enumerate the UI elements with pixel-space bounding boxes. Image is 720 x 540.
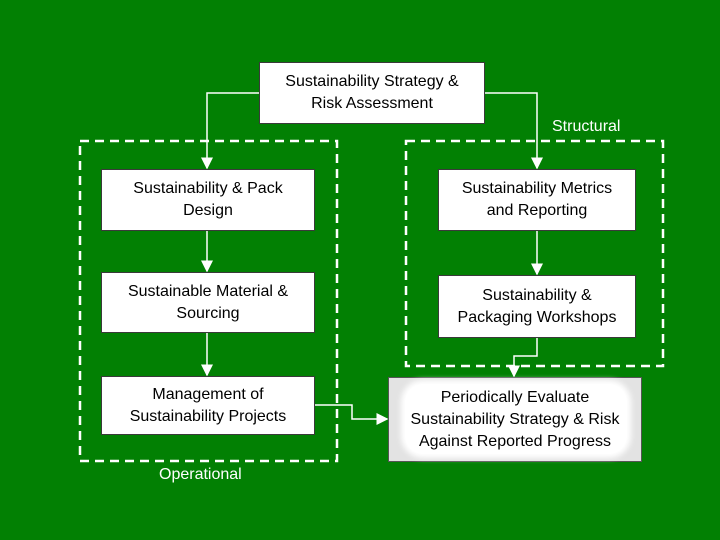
structural-group-label: Structural	[552, 118, 621, 135]
arrow-strategy-to-pack-design	[201, 92, 260, 170]
operational-group-border	[78, 139, 339, 463]
strategy-risk-assessment-box: Sustainability Strategy & Risk Assessmen…	[259, 62, 485, 124]
structural-group-border	[404, 139, 665, 368]
evaluate-progress-box	[388, 377, 642, 462]
material-sourcing-box: Sustainable Material & Sourcing	[101, 272, 315, 333]
project-management-box: Management of Sustainability Projects	[101, 376, 315, 435]
arrow-projects-to-evaluate	[314, 404, 389, 425]
pack-design-box: Sustainability & Pack Design	[101, 169, 315, 231]
evaluate-highlight-cloud	[405, 384, 627, 454]
metrics-reporting-box: Sustainability Metrics and Reporting	[438, 169, 636, 231]
evaluate-progress-label: Periodically Evaluate Sustainability Str…	[410, 389, 620, 450]
packaging-workshops-box: Sustainability & Packaging Workshops	[438, 275, 636, 338]
operational-group-label: Operational	[159, 466, 242, 483]
arrow-workshops-to-evaluate	[508, 338, 538, 378]
arrow-strategy-to-metrics	[485, 92, 543, 170]
